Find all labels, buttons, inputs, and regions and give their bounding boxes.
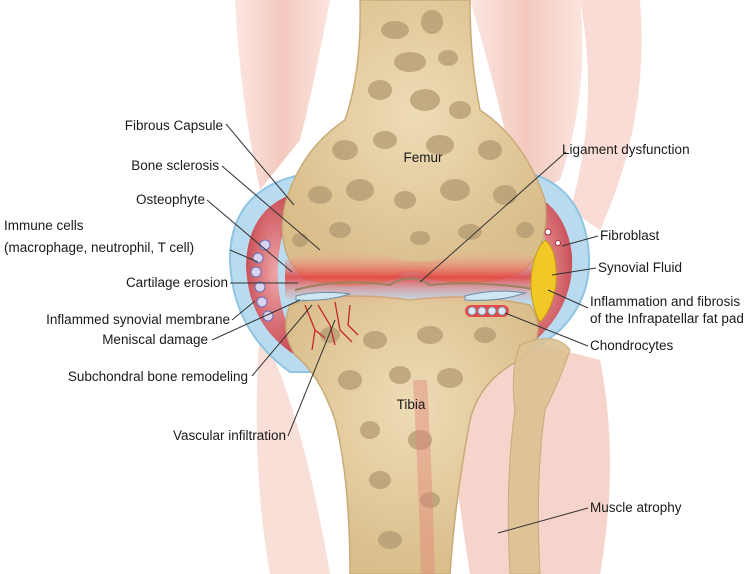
label-vascular-infiltration: Vascular infiltration xyxy=(172,428,286,443)
label-subchondral-bone-remodeling: Subchondral bone remodeling xyxy=(67,369,248,384)
fibroblast-cell xyxy=(544,228,552,236)
label-fibroblast: Fibroblast xyxy=(600,228,660,243)
label-cartilage-erosion: Cartilage erosion xyxy=(125,275,228,290)
label-immune-cells: Immune cells xyxy=(4,218,84,233)
joint-space xyxy=(294,277,541,291)
label-tibia: Tibia xyxy=(396,397,426,412)
label-osteophyte: Osteophyte xyxy=(135,192,205,207)
inflammation-band xyxy=(285,249,545,305)
label-ligament-dysfunction: Ligament dysfunction xyxy=(562,142,690,157)
label-infrapatellar-fat-pad: of the Infrapatellar fat pad xyxy=(590,311,744,326)
leader-lines xyxy=(206,123,599,534)
label-femur: Femur xyxy=(403,150,443,165)
label-meniscal-damage: Meniscal damage xyxy=(102,332,208,347)
synovial-membrane-left xyxy=(246,192,305,355)
femur-trabeculae xyxy=(292,10,534,247)
label-chondrocytes: Chondrocytes xyxy=(590,338,674,353)
tibia-trabeculae xyxy=(320,326,496,549)
vascular-infiltration-vessels xyxy=(304,301,359,351)
meniscus-right xyxy=(464,290,527,301)
label-immune-cells-types: (macrophage, neutrophil, T cell) xyxy=(4,240,195,255)
label-synovial-fluid: Synovial Fluid xyxy=(598,260,683,275)
synovial-membrane-right xyxy=(500,185,573,352)
chondrocytes-cells xyxy=(465,305,509,317)
infrapatellar-fat-pad xyxy=(530,239,557,323)
label-bone-sclerosis: Bone sclerosis xyxy=(131,158,219,173)
label-muscle-atrophy: Muscle atrophy xyxy=(590,500,682,515)
label-inflamed-synovial-membrane: Inflammed synovial membrane xyxy=(46,312,230,327)
meniscus-left xyxy=(295,291,351,301)
label-fibrous-capsule: Fibrous Capsule xyxy=(124,118,223,133)
fibula-bone xyxy=(507,338,571,574)
label-infrapatellar-inflammation: Inflammation and fibrosis xyxy=(590,294,741,309)
